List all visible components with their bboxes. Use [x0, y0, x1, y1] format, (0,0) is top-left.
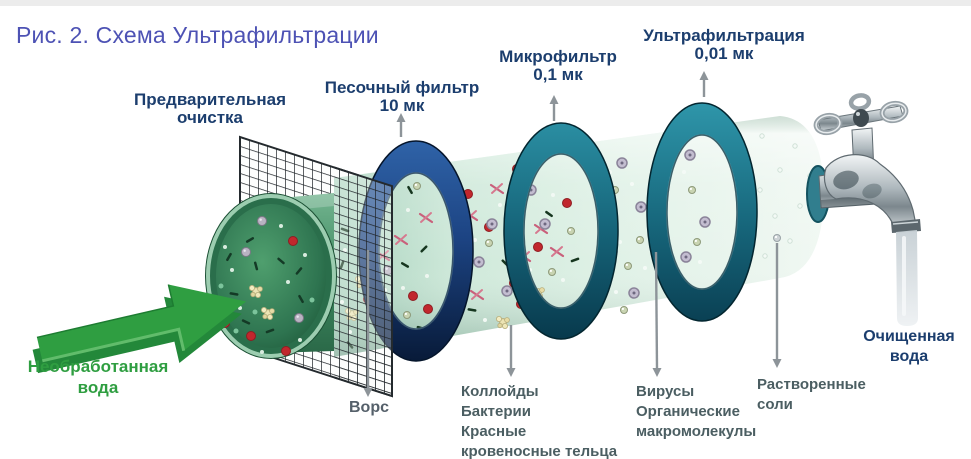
water-stream [896, 230, 918, 326]
faucet-icon [806, 93, 921, 233]
label-clean-water: Очищенная вода [850, 327, 968, 367]
label-line: Бактерии [461, 403, 531, 420]
arrow-ultrafiltration [699, 71, 709, 97]
label-line: 0,01 мк [694, 44, 754, 63]
mesh-screen [334, 135, 393, 398]
particles-raw-water [218, 216, 315, 356]
label-pre-cleaning: Предварительная очистка [118, 91, 302, 127]
label-line: соли [757, 396, 793, 413]
label-microfilter: Микрофильтр 0,1 мк [468, 48, 648, 84]
pointer-arrows [363, 71, 782, 397]
label-line: очистка [176, 108, 244, 127]
particles-sand-hole [393, 182, 434, 331]
ultrafiltration-ring [646, 102, 758, 322]
arrow-lint [363, 250, 373, 397]
label-line: Песочный фильтр [324, 78, 480, 97]
label-line: 0,1 мк [533, 65, 583, 84]
particles-viruses [606, 149, 711, 314]
label-viruses: Вирусы Органические макромолекулы [636, 382, 766, 442]
label-sand-filter: Песочный фильтр 10 мк [312, 79, 492, 115]
arrow-microfilter [549, 95, 559, 121]
label-line: Ультрафильтрация [643, 26, 805, 45]
label-line: Микрофильтр [499, 47, 617, 66]
label-line: Вирусы [636, 383, 695, 400]
label-line: Растворенные [757, 376, 866, 393]
raw-water-arrow [32, 284, 247, 374]
label-line: Очищенная [863, 328, 955, 345]
label-line: 10 мк [379, 96, 425, 115]
arrow-salts [772, 243, 782, 368]
top-border [0, 0, 971, 6]
arrow-colloids [506, 325, 516, 377]
label-colloids: Коллойды Бактерии Красные кровеносные те… [461, 382, 636, 459]
label-line: Органические [636, 403, 740, 420]
label-line: кровеносные тельца [461, 443, 618, 459]
arrow-viruses [652, 251, 662, 377]
label-ultrafiltration: Ультрафильтрация 0,01 мк [634, 27, 814, 63]
label-line: Коллойды [461, 383, 539, 400]
arrow-sand-filter [396, 113, 406, 137]
label-lint: Ворс [349, 399, 389, 416]
particles-clean-water [742, 133, 813, 259]
label-line: Необработанная [27, 357, 169, 376]
label-raw-water: Необработанная вода [8, 356, 188, 398]
raw-water-cylinder [205, 193, 337, 359]
label-line: Красные [461, 423, 527, 440]
particles-micro-hole [545, 193, 580, 282]
label-line: вода [77, 378, 119, 397]
label-line: макромолекулы [636, 423, 757, 440]
label-line: Предварительная [133, 90, 287, 109]
label-line: вода [889, 348, 929, 365]
microfilter-ring [503, 122, 619, 340]
figure-title: Рис. 2. Схема Ультрафильтрации [16, 22, 379, 48]
label-salts: Растворенные соли [757, 375, 877, 415]
